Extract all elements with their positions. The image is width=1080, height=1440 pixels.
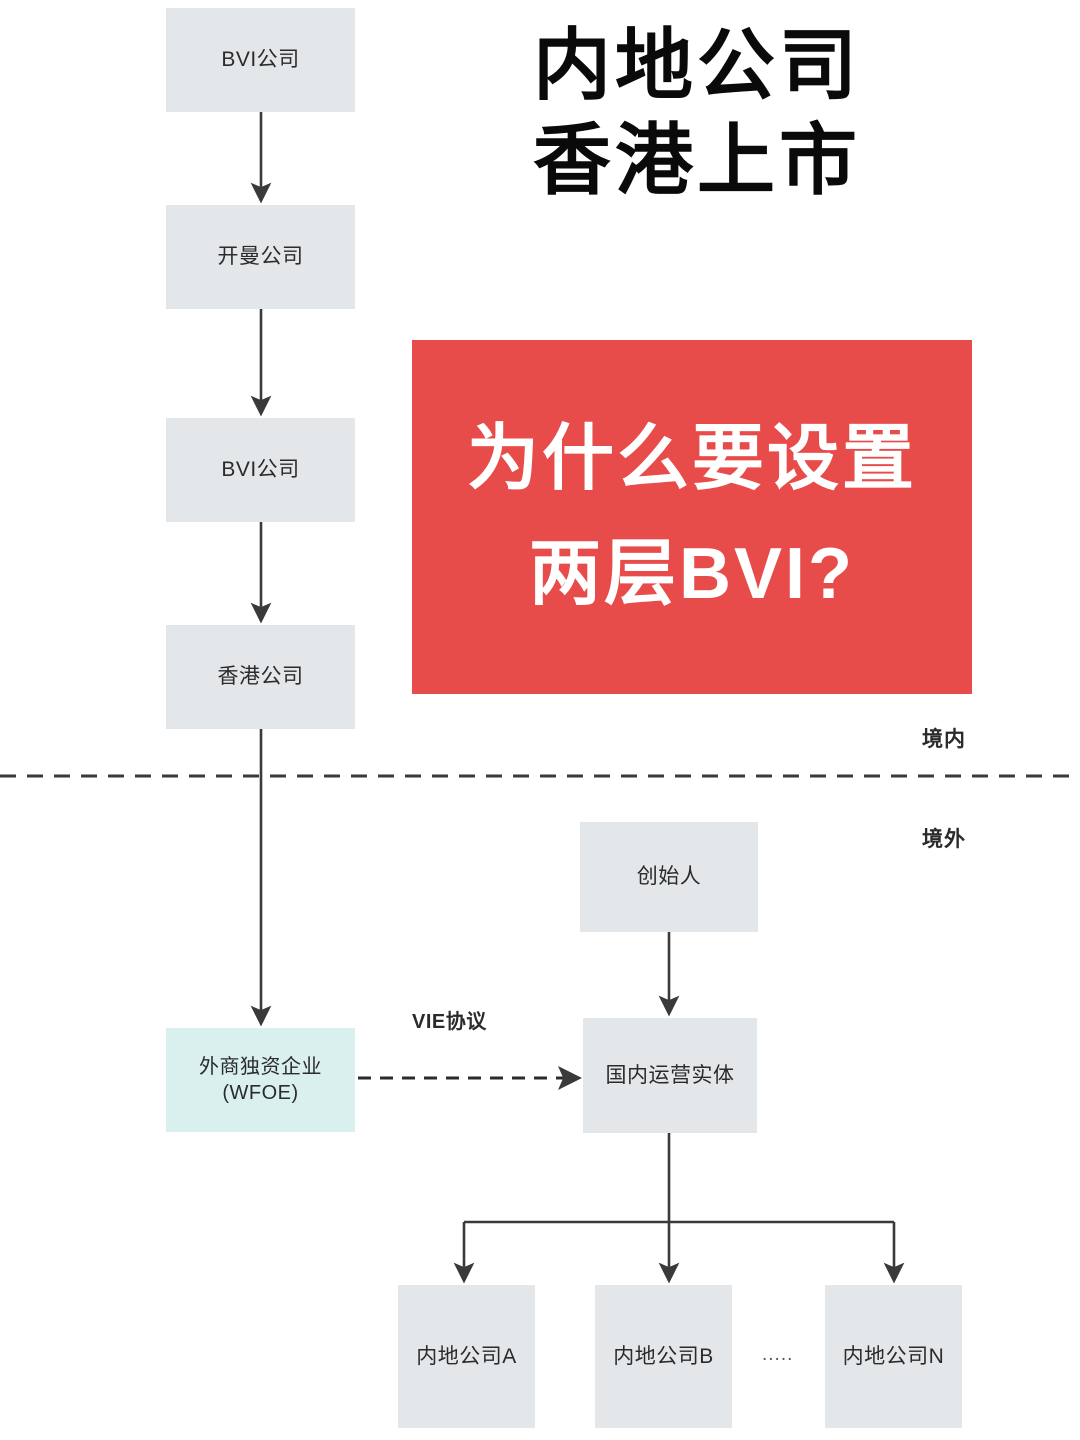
page-title-line1: 内地公司 — [532, 21, 861, 109]
node-wfoe-label: 外商独资企业 (WFOE) — [199, 1055, 322, 1104]
node-cayman[interactable]: 开曼公司 — [166, 205, 355, 309]
region-label-onshore: 境内 — [922, 728, 966, 751]
node-mainland-a-label: 内地公司A — [416, 1344, 517, 1368]
node-bvi-top-label: BVI公司 — [221, 48, 300, 72]
node-founder[interactable]: 创始人 — [580, 822, 758, 932]
page-title: 内地公司 香港上市 — [404, 18, 990, 208]
edge-label-vie-agreement: VIE协议 — [412, 1011, 487, 1033]
node-opco[interactable]: 国内运营实体 — [583, 1018, 757, 1133]
node-wfoe[interactable]: 外商独资企业 (WFOE) — [166, 1028, 355, 1132]
node-mainland-n-label: 内地公司N — [842, 1344, 945, 1368]
question-banner-line2: 两层BVI? — [528, 534, 855, 614]
node-bvi-top[interactable]: BVI公司 — [166, 8, 355, 112]
node-mainland-n[interactable]: 内地公司N — [825, 1285, 962, 1428]
node-cayman-label: 开曼公司 — [217, 245, 304, 269]
node-mainland-a[interactable]: 内地公司A — [398, 1285, 535, 1428]
node-opco-label: 国内运营实体 — [605, 1063, 735, 1087]
node-mainland-b-label: 内地公司B — [613, 1344, 714, 1368]
node-hongkong[interactable]: 香港公司 — [166, 625, 355, 729]
node-hongkong-label: 香港公司 — [217, 665, 304, 689]
node-bvi-second-label: BVI公司 — [221, 458, 300, 482]
region-label-offshore: 境外 — [922, 828, 966, 851]
question-banner: 为什么要设置 两层BVI? — [412, 340, 972, 694]
node-mainland-b[interactable]: 内地公司B — [595, 1285, 732, 1428]
mainland-ellipsis: ..... — [762, 1344, 794, 1365]
node-founder-label: 创始人 — [636, 865, 702, 889]
node-bvi-second[interactable]: BVI公司 — [166, 418, 355, 522]
question-banner-line1: 为什么要设置 — [466, 419, 917, 500]
page-title-line2: 香港上市 — [532, 116, 861, 205]
